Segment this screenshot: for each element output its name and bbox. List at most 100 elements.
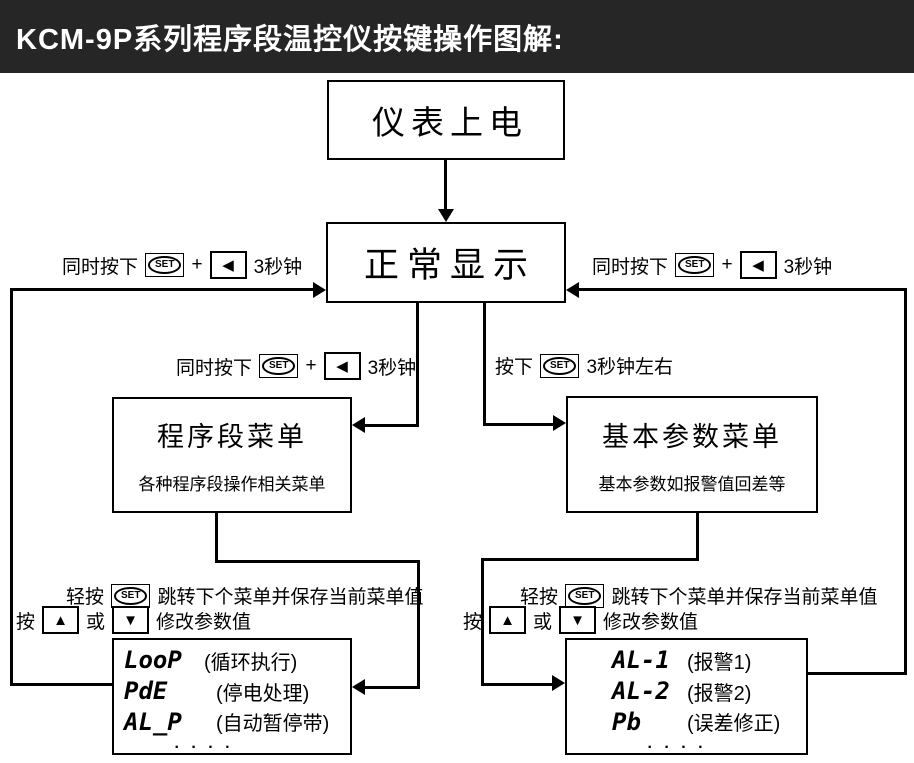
- down-arrow-glyph: ▼: [123, 611, 138, 629]
- connector-basic-to-params-v1: [696, 513, 699, 561]
- instr-right-line1: 轻按 SET 跳转下个菜单并保存当前菜单值: [520, 582, 877, 609]
- param-code: Pb: [612, 707, 641, 736]
- instr-text: 或: [533, 611, 553, 633]
- program-menu-box: 程序段菜单 各种程序段操作相关菜单: [112, 397, 352, 513]
- connector-left-return-horizontal: [10, 288, 315, 291]
- down-arrow-glyph: ▼: [570, 611, 585, 629]
- connector-prog-to-params-h1: [215, 560, 420, 563]
- down-arrow-button-icon: ▼: [112, 606, 150, 634]
- label-text: +: [305, 355, 317, 376]
- basic-menu-box: 基本参数菜单 基本参数如报警值回差等: [566, 396, 818, 513]
- param-desc: (停电处理): [216, 682, 310, 705]
- param-row: PdE (停电处理): [124, 676, 350, 707]
- param-desc: (误差修正): [687, 713, 781, 736]
- set-button-icon: SET: [540, 353, 580, 378]
- connector-normal-to-basic-horizontal: [483, 423, 555, 426]
- connector-normal-to-prog-vertical: [416, 303, 419, 427]
- label-enter-basic-menu: 按下 SET 3秒钟左右: [495, 352, 673, 379]
- left-arrow-button-icon: ◀: [739, 251, 777, 279]
- program-params-box: LooP (循环执行) PdE (停电处理) AL_P (自动暂停带) . . …: [112, 638, 352, 755]
- connector-left-return-bottom: [10, 683, 113, 686]
- set-button-icon: SET: [145, 253, 185, 277]
- label-enter-prog-menu: 同时按下 SET + ◀ 3秒钟: [176, 352, 416, 380]
- label-text: 按下: [495, 357, 534, 378]
- page-title: KCM-9P系列程序段温控仪按键操作图解:: [16, 23, 564, 56]
- param-code: PdE: [124, 677, 168, 705]
- left-arrow-button-icon: ◀: [209, 251, 247, 279]
- label-right-return: 同时按下 SET + ◀ 3秒钟: [592, 251, 832, 279]
- up-arrow-glyph: ▲: [500, 611, 515, 629]
- instr-text: 轻按: [66, 587, 105, 608]
- instr-text: 跳转下个菜单并保存当前菜单值: [157, 587, 424, 608]
- label-left-return: 同时按下 SET + ◀ 3秒钟: [62, 251, 302, 279]
- param-row: AL_P (自动暂停带): [124, 706, 350, 737]
- instr-right-line2: 按 ▲ 或 ▼ 修改参数值: [463, 606, 698, 634]
- left-arrow-button-icon: ◀: [323, 352, 361, 380]
- normal-display-label: 正常显示: [363, 246, 536, 285]
- more-params-ellipsis: . . . .: [174, 735, 234, 753]
- basic-menu-title: 基本参数菜单: [602, 421, 782, 452]
- connector-prog-to-params-h2: [364, 686, 420, 689]
- arrowhead-into-normal-right: [566, 282, 579, 298]
- arrowhead-into-basic-menu: [553, 415, 566, 431]
- basic-params-box: AL-1 (报警1) AL-2 (报警2) Pb (误差修正) . . . .: [565, 638, 808, 755]
- power-on-box: 仪表上电: [327, 80, 565, 160]
- param-desc: (报警1): [687, 651, 752, 674]
- left-arrow-glyph: ◀: [752, 256, 764, 274]
- down-arrow-button-icon: ▼: [559, 606, 597, 634]
- label-text: 3秒钟: [253, 256, 303, 278]
- label-text: 3秒钟: [783, 256, 833, 278]
- set-button-icon: SET: [565, 583, 605, 608]
- set-button-icon: SET: [675, 253, 715, 277]
- arrowhead-into-basic-params: [552, 675, 565, 691]
- connector-normal-to-basic-vertical: [483, 303, 486, 426]
- label-text: 同时按下: [62, 256, 139, 278]
- label-text: 3秒钟左右: [586, 357, 674, 378]
- param-desc: (报警2): [687, 682, 752, 705]
- connector-right-return-vertical: [904, 288, 907, 675]
- arrowhead-into-prog-params: [352, 679, 365, 695]
- program-menu-subtitle: 各种程序段操作相关菜单: [138, 475, 326, 494]
- instr-text: 修改参数值: [156, 611, 252, 633]
- param-row: Pb (误差修正): [612, 706, 806, 737]
- instr-text: 轻按: [520, 587, 559, 608]
- program-menu-title: 程序段菜单: [157, 422, 307, 452]
- param-row: LooP (循环执行): [124, 645, 350, 676]
- connector-basic-to-params-v2: [481, 558, 484, 686]
- param-code: AL-1: [612, 646, 670, 675]
- arrowhead-into-prog-menu: [352, 417, 365, 433]
- left-arrow-glyph: ◀: [222, 256, 234, 274]
- arrowhead-into-normal-left: [313, 282, 326, 298]
- up-arrow-glyph: ▲: [53, 611, 68, 629]
- set-button-icon: SET: [111, 583, 151, 608]
- connector-prog-to-params-v1: [215, 513, 218, 563]
- more-params-ellipsis: . . . .: [647, 735, 707, 753]
- set-button-label: SET: [568, 586, 602, 605]
- up-arrow-button-icon: ▲: [489, 606, 527, 634]
- connector-power-to-normal: [444, 160, 447, 212]
- connector-prog-to-params-v2: [417, 560, 420, 689]
- power-on-label: 仪表上电: [372, 104, 528, 141]
- param-code: AL-2: [612, 677, 670, 705]
- connector-normal-to-prog-horizontal: [364, 424, 419, 427]
- label-text: +: [191, 254, 203, 275]
- set-button-label: SET: [262, 357, 296, 375]
- connector-left-return-vertical: [10, 288, 13, 686]
- param-desc: (自动暂停带): [216, 713, 330, 736]
- instr-text: 跳转下个菜单并保存当前菜单值: [611, 587, 878, 608]
- label-text: 同时按下: [176, 357, 253, 379]
- basic-menu-subtitle: 基本参数如报警值回差等: [598, 474, 786, 494]
- connector-basic-to-params-h1: [481, 558, 699, 561]
- set-button-label: SET: [678, 256, 712, 274]
- set-button-label: SET: [114, 586, 148, 605]
- left-arrow-glyph: ◀: [336, 357, 348, 375]
- connector-basic-to-params-h2: [481, 683, 555, 686]
- set-button-label: SET: [148, 256, 182, 274]
- label-text: +: [721, 254, 733, 275]
- connector-right-return-bottom: [807, 672, 907, 675]
- param-desc: (循环执行): [204, 651, 298, 674]
- connector-right-return-horizontal: [579, 288, 907, 291]
- param-code: AL_P: [124, 707, 182, 736]
- param-row: AL-2 (报警2): [612, 676, 806, 707]
